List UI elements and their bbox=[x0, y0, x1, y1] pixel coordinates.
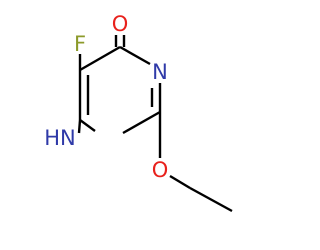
bond-ch2-ch3 bbox=[189, 186, 233, 213]
molecule-structure: F O N HN O bbox=[44, 12, 233, 213]
bond-c5-c4 bbox=[79, 45, 121, 72]
bond-n1-c6 bbox=[77, 119, 82, 134]
ether-oxygen-atom-label: O bbox=[152, 158, 169, 182]
fluorine-atom-label: F bbox=[74, 32, 86, 56]
carbonyl-oxygen-atom-label: O bbox=[112, 12, 129, 36]
bond-c2-n1 bbox=[122, 110, 161, 135]
bond-n1-c6-link bbox=[79, 119, 96, 132]
nh-nitrogen-atom-label: HN bbox=[44, 126, 76, 150]
bond-oether-ch2 bbox=[169, 174, 191, 190]
ring-nitrogen-atom-label: N bbox=[152, 60, 168, 84]
bond-c4-n3 bbox=[119, 45, 151, 66]
